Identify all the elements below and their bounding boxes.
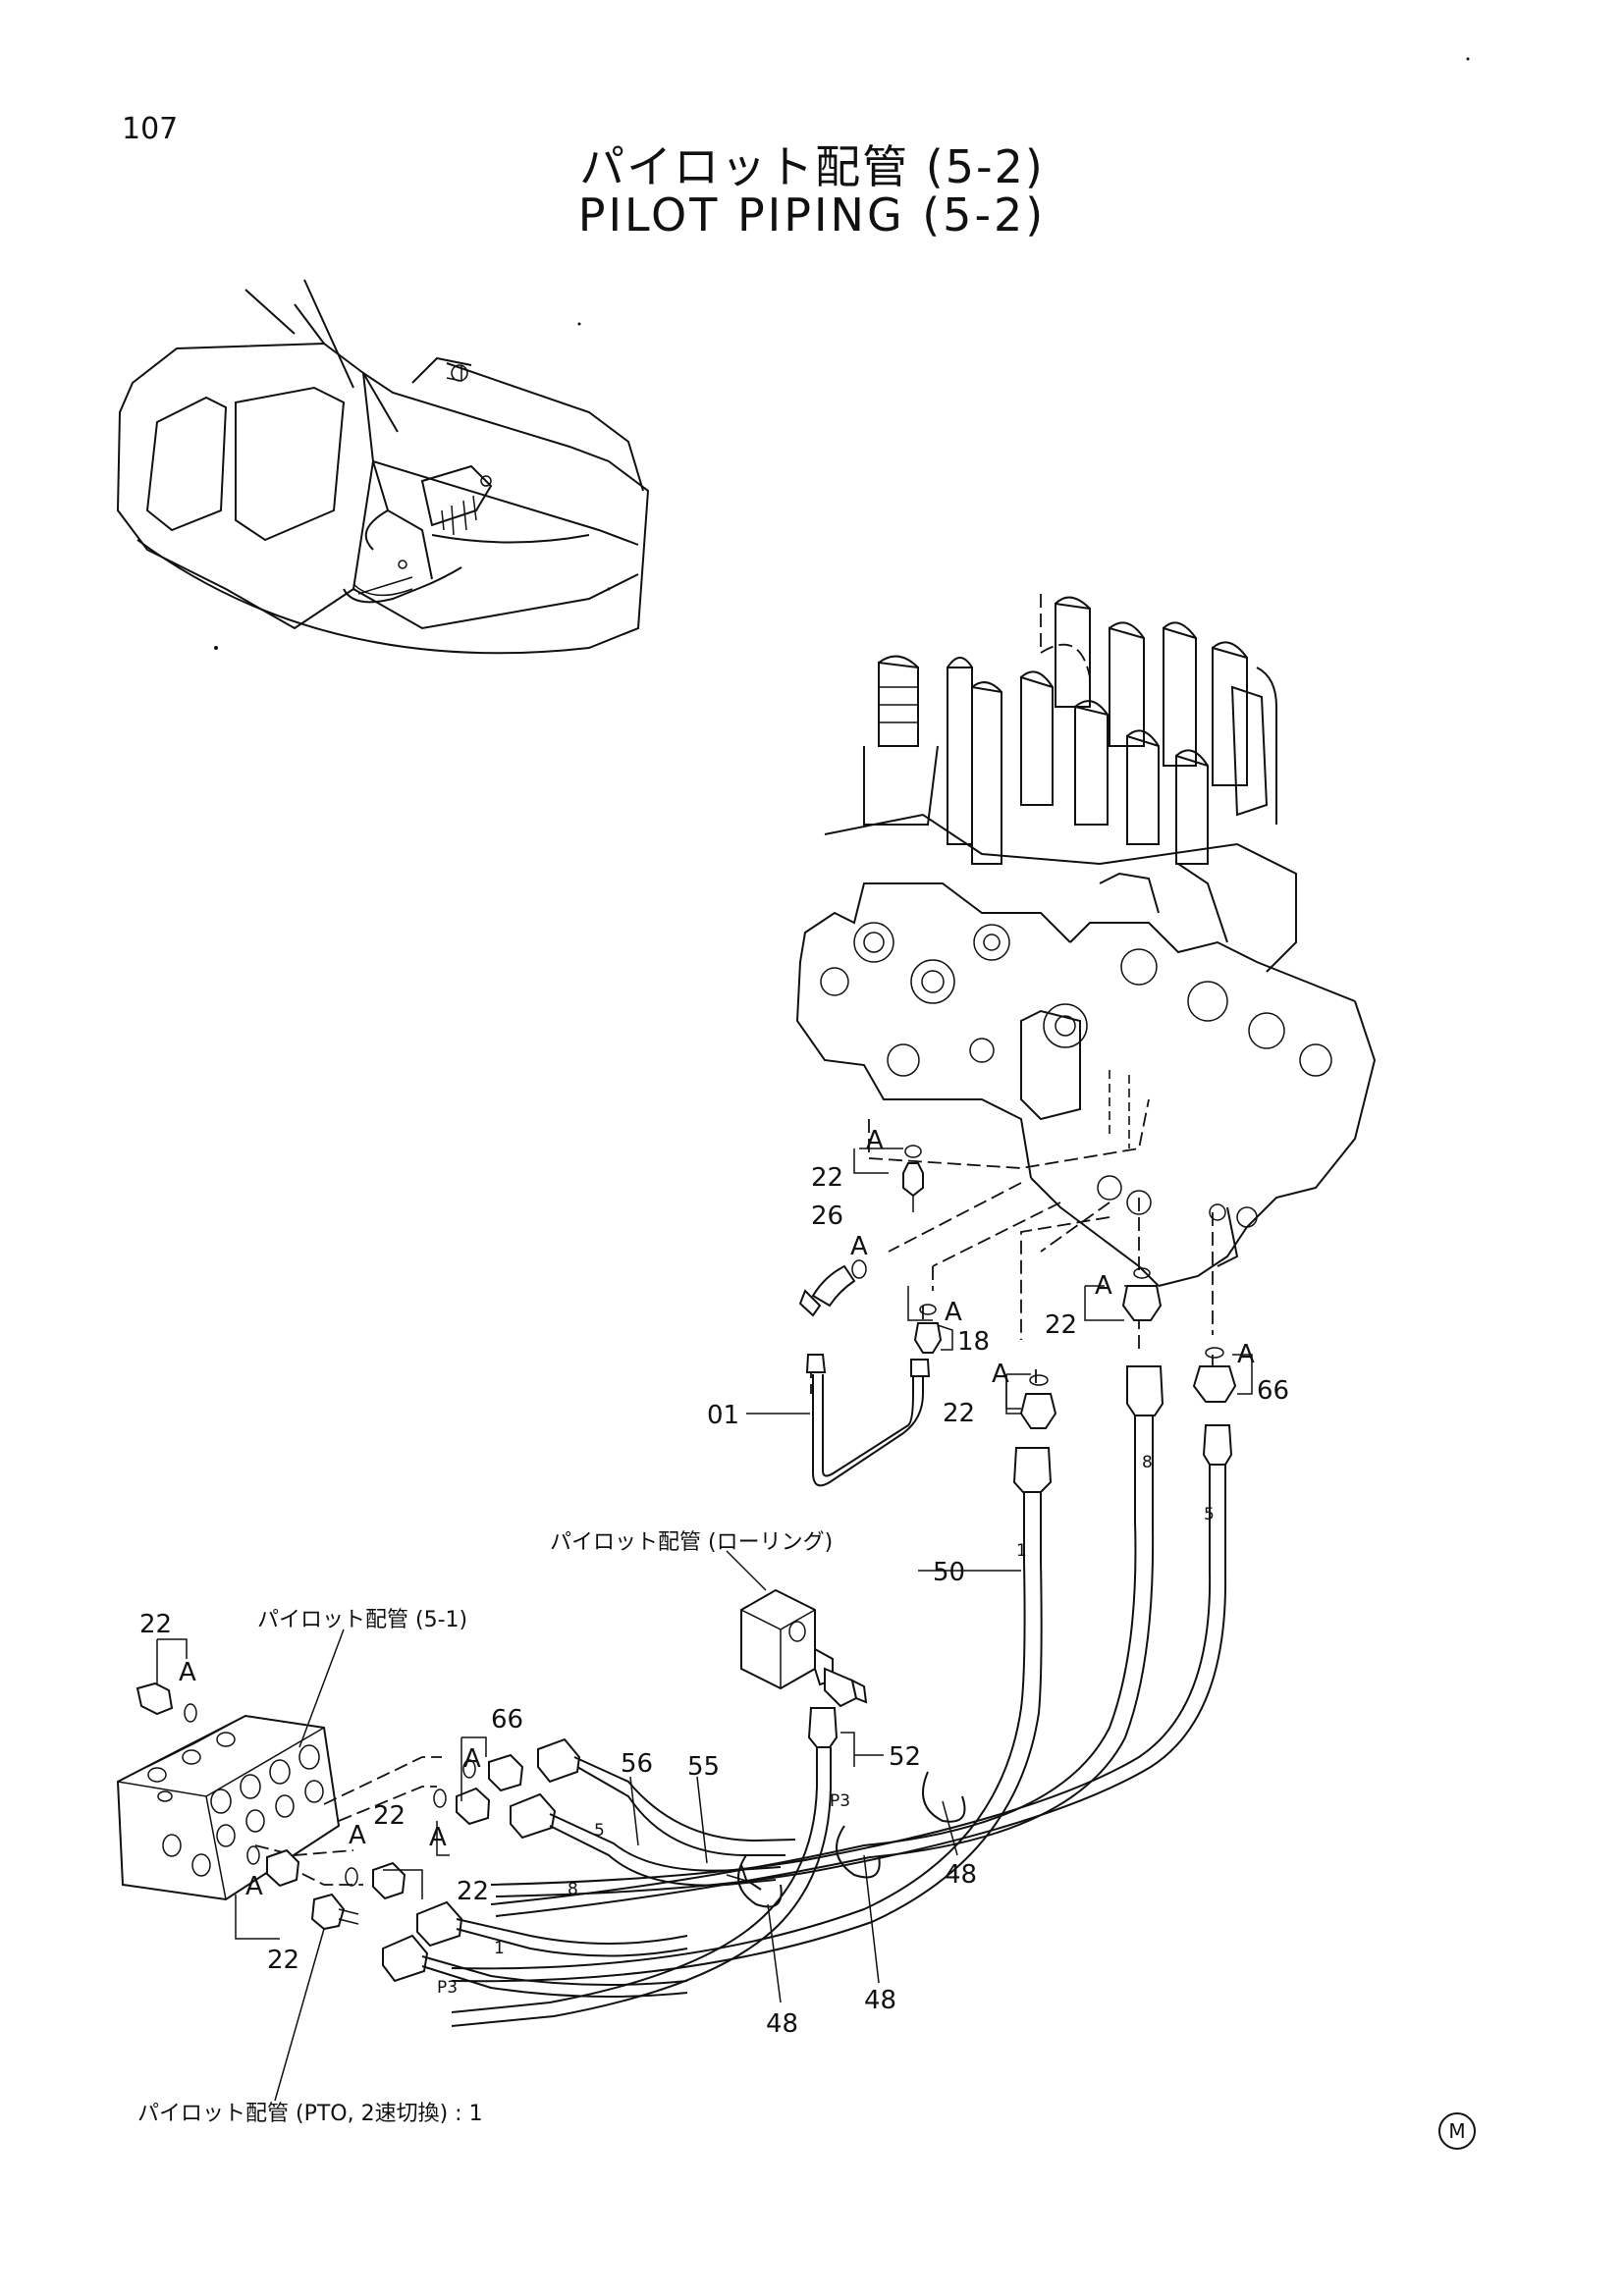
ref-a-left-4: A (245, 1872, 263, 1901)
callout-22-left-bot: 22 (267, 1946, 299, 1975)
page-title-en: PILOT PIPING (5-2) (577, 188, 1047, 241)
hose-mark-1-left: 1 (494, 1939, 505, 1958)
hose-01 (805, 1354, 931, 1487)
page-title-jp: パイロット配管 (5-2) (579, 140, 1045, 193)
control-valve-assembly (795, 594, 1377, 1287)
callout-66-right: 66 (1257, 1376, 1289, 1406)
hose-mark-8-right: 8 (1142, 1453, 1153, 1472)
callout-66-left: 66 (491, 1705, 523, 1735)
scan-specks (214, 57, 1470, 650)
ref-a-label-4: A (992, 1360, 1009, 1389)
callout-48-b: 48 (864, 1986, 896, 2015)
ref-a-left-3: A (349, 1821, 366, 1850)
ref-a-label-3: A (945, 1298, 962, 1327)
hose-mark-p3-mid: P3 (830, 1791, 850, 1811)
hose-mark-p3-left: P3 (437, 1978, 458, 1998)
hose-clamps (726, 1771, 966, 1908)
callout-22-left-top: 22 (139, 1610, 172, 1639)
callout-50: 50 (933, 1558, 965, 1587)
notes: パイロット配管 (ローリング) パイロット配管 (5-1) パイロット配管 (P… (137, 1530, 833, 2126)
callout-22-mid: 22 (943, 1399, 975, 1428)
main-hose-bundle (451, 1365, 1233, 1983)
hose-mark-1-right: 1 (1016, 1541, 1027, 1561)
ref-a-label-2: A (850, 1232, 868, 1261)
leader-lines (274, 1413, 1021, 2102)
page-number: 107 (122, 112, 179, 146)
note-rolling: パイロット配管 (ローリング) (550, 1530, 833, 1555)
callout-18: 18 (957, 1327, 990, 1357)
excavator-overview (116, 279, 650, 655)
hose-mark-5-right: 5 (1204, 1505, 1215, 1524)
callout-56: 56 (621, 1749, 653, 1779)
hose-mark-8-left: 8 (568, 1880, 578, 1899)
ref-a-left-1: A (463, 1744, 481, 1774)
callout-01: 01 (707, 1401, 739, 1430)
ref-a-left-2: A (429, 1823, 447, 1852)
ref-a-label: A (866, 1126, 884, 1155)
ref-a-label-6: A (1237, 1340, 1255, 1369)
left-hoses (421, 1756, 796, 1998)
hose-52 (451, 1707, 839, 2027)
callout-labels: A 22 26 A A 18 A 22 A 22 A 66 01 50 52 5… (139, 1126, 1289, 2039)
valve-fittings (798, 1145, 1237, 1429)
ref-a-left-5: A (179, 1658, 196, 1687)
m-mark: M (1438, 2112, 1476, 2150)
ref-a-label-5: A (1095, 1271, 1112, 1301)
solenoid-valve-rolling (740, 1588, 868, 1708)
callout-52: 52 (889, 1742, 921, 1772)
note-ref-5-1: パイロット配管 (5-1) (257, 1608, 467, 1632)
callout-55: 55 (687, 1752, 720, 1782)
callout-22-left-low: 22 (457, 1877, 489, 1906)
hose-mark-5-left: 5 (594, 1821, 605, 1841)
callout-26: 26 (811, 1201, 843, 1231)
callout-48-a: 48 (945, 1860, 977, 1890)
hose-marks: 8 5 1 P3 5 8 1 P3 (437, 1453, 1215, 1998)
ref-brackets (156, 1148, 1253, 1940)
callout-22-right: 22 (1045, 1310, 1077, 1340)
callout-48-c: 48 (766, 2009, 798, 2039)
callout-22-top: 22 (811, 1163, 843, 1193)
left-fittings (135, 1682, 581, 1983)
callout-22-left-mid: 22 (373, 1801, 406, 1831)
note-pto: パイロット配管 (PTO, 2速切換) : 1 (137, 2102, 483, 2126)
port-leader-lines (810, 1182, 1214, 1394)
